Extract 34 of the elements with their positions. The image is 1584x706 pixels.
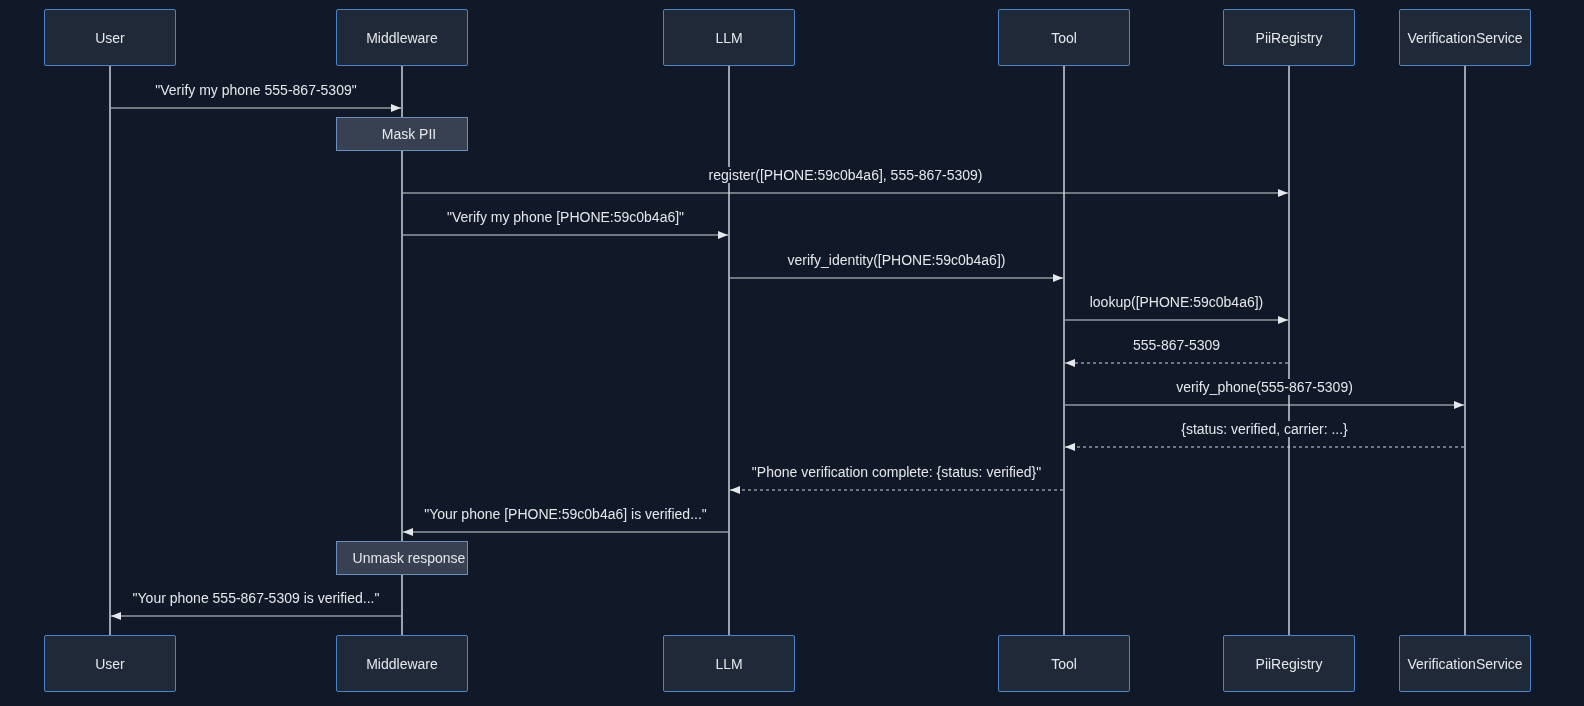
message-arrow xyxy=(110,104,402,112)
lifeline xyxy=(1063,66,1065,635)
message-label: "Your phone [PHONE:59c0b4a6] is verified..." xyxy=(421,506,710,522)
participant-box: VerificationService xyxy=(1399,9,1531,66)
note-box: Mask PII xyxy=(336,117,468,151)
lifeline xyxy=(401,66,403,635)
participant-box: LLM xyxy=(663,635,795,692)
participant-box: User xyxy=(44,9,176,66)
lifeline xyxy=(728,66,730,635)
message-arrow xyxy=(402,231,729,239)
message-label: "Verify my phone 555-867-5309" xyxy=(152,82,360,98)
participant-box: User xyxy=(44,635,176,692)
message-arrow xyxy=(729,486,1064,494)
message-arrow xyxy=(110,612,402,620)
message-arrow xyxy=(1064,443,1465,451)
participant-box: VerificationService xyxy=(1399,635,1531,692)
message-arrow xyxy=(402,528,729,536)
participant-box: Tool xyxy=(998,9,1130,66)
message-arrow xyxy=(1064,401,1465,409)
lifeline xyxy=(109,66,111,635)
lifeline xyxy=(1288,66,1290,635)
message-arrow xyxy=(729,274,1064,282)
note-box: Unmask response xyxy=(336,541,468,575)
participant-box: Middleware xyxy=(336,635,468,692)
participant-box: Tool xyxy=(998,635,1130,692)
participant-box: PiiRegistry xyxy=(1223,635,1355,692)
message-label: {status: verified, carrier: ...} xyxy=(1178,421,1351,437)
participant-box: PiiRegistry xyxy=(1223,9,1355,66)
message-arrow xyxy=(1064,316,1289,324)
participant-box: Middleware xyxy=(336,9,468,66)
message-arrow xyxy=(1064,359,1289,367)
lifeline xyxy=(1464,66,1466,635)
message-arrow xyxy=(402,189,1289,197)
participant-box: LLM xyxy=(663,9,795,66)
